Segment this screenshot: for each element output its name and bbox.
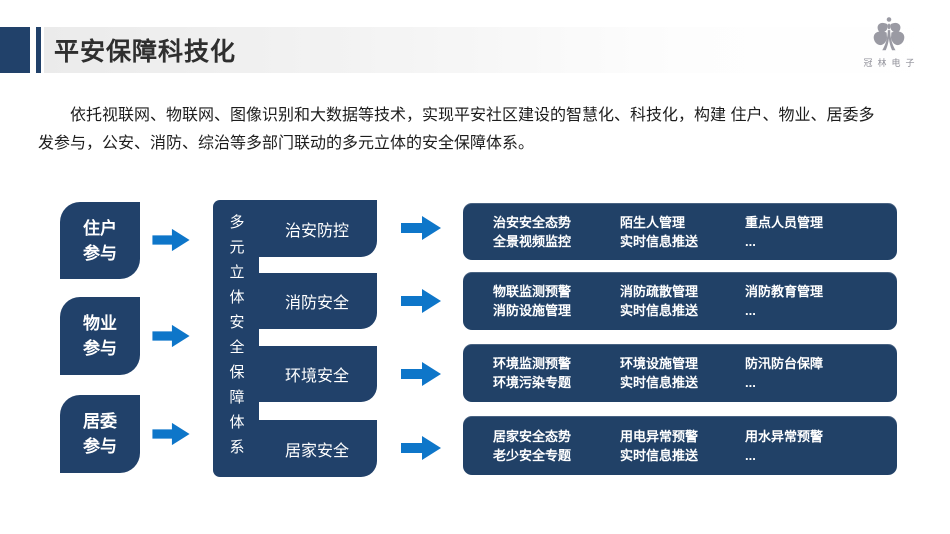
branch-fire-safety: 消防安全 <box>257 273 377 329</box>
participant-box-property: 物业 参与 <box>60 297 140 375</box>
participant-box-resident: 住户 参与 <box>60 202 140 279</box>
detail-row-home-safety: 居家安全态势 老少安全专题 用电异常预警 实时信息推送 用水异常预警 ... <box>463 416 897 475</box>
page-title: 平安保障科技化 <box>54 38 237 66</box>
detail-cell: 防汛防台保障 ... <box>745 356 824 390</box>
detail-cell: 环境监测预警 环境污染专题 <box>493 356 572 390</box>
detail-cell: 陌生人管理 实时信息推送 <box>620 214 699 249</box>
flow-arrow-icon <box>401 289 441 313</box>
detail-row-environment-safety: 环境监测预警 环境污染专题 环境设施管理 实时信息推送 防汛防台保障 ... <box>463 344 897 402</box>
flow-arrow-icon <box>401 436 441 460</box>
detail-row-fire-safety: 物联监测预警 消防设施管理 消防疏散管理 实时信息推送 消防教育管理 ... <box>463 272 897 330</box>
intro-paragraph: 依托视联网、物联网、图像识别和大数据等技术，实现平安社区建设的智慧化、科技化，构… <box>38 102 920 158</box>
detail-cell: 消防教育管理 ... <box>745 284 824 318</box>
branch-home-safety: 居家安全 <box>257 420 377 477</box>
title-decor-square <box>0 27 30 73</box>
flow-arrow-icon <box>152 422 190 446</box>
company-name: 冠林电子 <box>863 58 920 68</box>
detail-cell: 居家安全态势 老少安全专题 <box>493 428 572 463</box>
branch-public-security: 治安防控 <box>257 200 377 257</box>
detail-row-public-security: 治安安全态势 全景视频监控 陌生人管理 实时信息推送 重点人员管理 ... <box>463 203 897 260</box>
detail-cell: 用电异常预警 实时信息推送 <box>620 428 699 463</box>
title-band: 平安保障科技化 <box>44 27 950 73</box>
flow-arrow-icon <box>401 216 441 240</box>
detail-cell: 消防疏散管理 实时信息推送 <box>620 284 699 318</box>
system-label: 多元立体安全保障体系 <box>227 213 245 464</box>
detail-cell: 重点人员管理 ... <box>745 214 824 249</box>
detail-cell: 物联监测预警 消防设施管理 <box>493 284 572 318</box>
detail-cell: 用水异常预警 ... <box>745 428 824 463</box>
intro-line-1: 依托视联网、物联网、图像识别和大数据等技术，实现平安社区建设的智慧化、科技化，构… <box>70 107 875 124</box>
flow-arrow-icon <box>152 228 190 252</box>
system-spine: 多元立体安全保障体系 <box>213 200 259 477</box>
participant-box-committee: 居委 参与 <box>60 395 140 473</box>
company-logo: 冠林电子 <box>853 16 925 69</box>
flow-arrow-icon <box>401 362 441 386</box>
branch-environment-safety: 环境安全 <box>257 346 377 402</box>
detail-cell: 环境设施管理 实时信息推送 <box>620 356 699 390</box>
intro-line-2: 发参与，公安、消防、综治等多部门联动的多元立体的安全保障体系。 <box>38 135 535 152</box>
detail-cell: 治安安全态势 全景视频监控 <box>493 214 572 249</box>
flow-arrow-icon <box>152 324 190 348</box>
company-logo-icon <box>873 17 905 51</box>
title-decor-bar <box>36 27 41 73</box>
